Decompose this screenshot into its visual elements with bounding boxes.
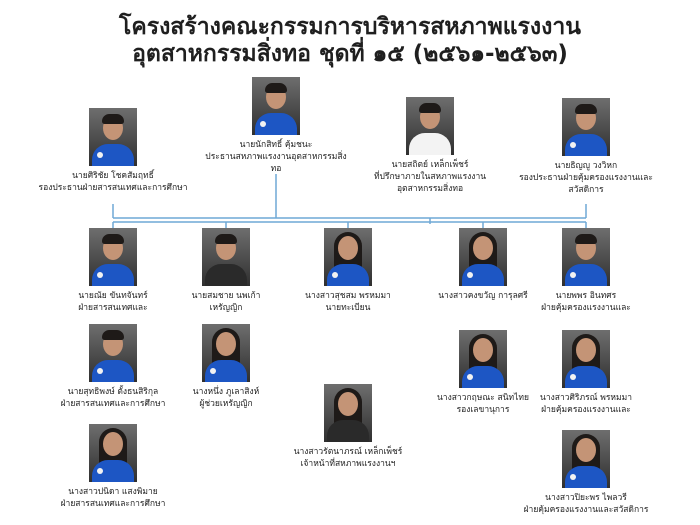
- member-name: นายนักสิทธิ์ คุ้มชนะ: [239, 140, 313, 150]
- title-line-2: อุตสาหกรรมสิ่งทอ ชุดที่ ๑๕ (๒๕๖๑-๒๕๖๓): [132, 41, 568, 67]
- chart-title: โครงสร้างคณะกรรมการบริหารสหภาพแรงงาน อุต…: [0, 14, 700, 68]
- member-photo: [459, 228, 507, 286]
- member-photo: [89, 324, 137, 382]
- member-photo: [252, 77, 300, 135]
- member-role: ประธานสหภาพแรงงานอุตสาหกรรมสิ่งทอ: [205, 152, 347, 174]
- member-name: นางสาวปนิดา แสงพิมาย: [68, 487, 158, 497]
- member-name: นายสถิตย์ เหล็กเพ็ชร์: [391, 160, 469, 170]
- member-name: นางสาวกฤษณะ สนิทไทย: [437, 393, 529, 403]
- member-role: รองประธานฝ่ายคุ้มครองแรงงานและสวัสดิการ: [519, 173, 653, 195]
- member-info-officer-1: นายณัย ขันทจันทร์ ฝ่ายสารสนเทศและ: [38, 228, 188, 314]
- member-advisor: นายสถิตย์ เหล็กเพ็ชร์ ที่ปรึกษาภายในสหภา…: [355, 97, 505, 195]
- member-photo: [89, 108, 137, 166]
- member-photo: [324, 228, 372, 286]
- member-role: ฝ่ายสารสนเทศและการศึกษา: [60, 399, 166, 409]
- member-name: นางหนึ่ง ภูเลาสิงห์: [192, 387, 260, 397]
- member-name: นางสาวศิริภรณ์ พรหมมา: [540, 393, 632, 403]
- member-photo: [89, 424, 137, 482]
- member-info-officer-2: นายสุทธิพงษ์ ตั้งธนสิริกุล ฝ่ายสารสนเทศแ…: [38, 324, 188, 410]
- member-union-staff: นางสาวรัตนาภรณ์ เหล็กเพ็ชร์ เจ้าหน้าที่ส…: [273, 384, 423, 470]
- member-treasurer: นายสมชาย นพเก้า เหรัญญิก: [151, 228, 301, 314]
- member-president: นายนักสิทธิ์ คุ้มชนะ ประธานสหภาพแรงงานอุ…: [201, 77, 351, 175]
- member-photo: [562, 430, 610, 488]
- member-role: ฝ่ายคุ้มครองแรงงานและ: [541, 303, 631, 313]
- member-welfare-officer-2: นางสาวศิริภรณ์ พรหมมา ฝ่ายคุ้มครองแรงงาน…: [511, 330, 661, 416]
- member-role: เหรัญญิก: [209, 303, 243, 313]
- member-name: นายธิญญู วงวิหก: [554, 161, 618, 171]
- member-deputy-secretary: นางสาวกฤษณะ สนิทไทย รองเลขานุการ: [408, 330, 558, 416]
- member-vice-president-info: นายศิริชัย โชคสัมฤทธิ์ รองประธานฝ่ายสารส…: [38, 108, 188, 194]
- member-photo: [89, 228, 137, 286]
- member-photo: [562, 228, 610, 286]
- member-name: นายสมชาย นพเก้า: [191, 291, 261, 301]
- member-assistant-treasurer: นางหนึ่ง ภูเลาสิงห์ ผู้ช่วยเหรัญญิก: [151, 324, 301, 410]
- member-role: นายทะเบียน: [325, 303, 371, 313]
- member-secretary: นางสาวคงขวัญ การุลศรี: [408, 228, 558, 302]
- member-role: ที่ปรึกษาภายในสหภาพแรงงานอุตสาหกรรมสิ่งท…: [373, 172, 487, 194]
- member-role: รองประธานฝ่ายสารสนเทศและการศึกษา: [38, 183, 188, 193]
- member-registrar: นางสาวสุชสม พรหมมา นายทะเบียน: [273, 228, 423, 314]
- member-role: ฝ่ายคุ้มครองแรงงานและสวัสดิการ: [523, 505, 649, 515]
- member-name: นายสุทธิพงษ์ ตั้งธนสิริกุล: [67, 387, 159, 397]
- member-welfare-officer-3: นางสาวปิยะพร ไพลวรี ฝ่ายคุ้มครองแรงงานแล…: [511, 430, 661, 516]
- member-name: นายพพร อินทศร: [555, 291, 617, 301]
- member-photo: [562, 98, 610, 156]
- member-photo: [202, 324, 250, 382]
- member-role: เจ้าหน้าที่สหภาพแรงงานฯ: [300, 459, 396, 469]
- member-photo: [202, 228, 250, 286]
- member-name: นางสาวสุชสม พรหมมา: [305, 291, 391, 301]
- member-photo: [324, 384, 372, 442]
- member-role: ฝ่ายสารสนเทศและการศึกษา: [60, 499, 166, 509]
- member-name: นายณัย ขันทจันทร์: [78, 291, 148, 301]
- member-welfare-officer-1: นายพพร อินทศร ฝ่ายคุ้มครองแรงงานและ: [511, 228, 661, 314]
- member-name: นางสาวปิยะพร ไพลวรี: [545, 493, 627, 503]
- member-role: ฝ่ายสารสนเทศและ: [78, 303, 148, 313]
- member-role: รองเลขานุการ: [456, 405, 510, 415]
- member-photo: [406, 97, 454, 155]
- member-info-officer-3: นางสาวปนิดา แสงพิมาย ฝ่ายสารสนเทศและการศ…: [38, 424, 188, 510]
- title-line-1: โครงสร้างคณะกรรมการบริหารสหภาพแรงงาน: [118, 14, 582, 40]
- member-photo: [562, 330, 610, 388]
- member-name: นายศิริชัย โชคสัมฤทธิ์: [72, 171, 154, 181]
- member-role: ผู้ช่วยเหรัญญิก: [199, 399, 253, 409]
- member-photo: [459, 330, 507, 388]
- member-vice-president-welfare: นายธิญญู วงวิหก รองประธานฝ่ายคุ้มครองแรง…: [511, 98, 661, 196]
- member-name: นางสาวรัตนาภรณ์ เหล็กเพ็ชร์: [293, 447, 403, 457]
- member-name: นางสาวคงขวัญ การุลศรี: [438, 291, 528, 301]
- member-role: ฝ่ายคุ้มครองแรงงานและ: [541, 405, 631, 415]
